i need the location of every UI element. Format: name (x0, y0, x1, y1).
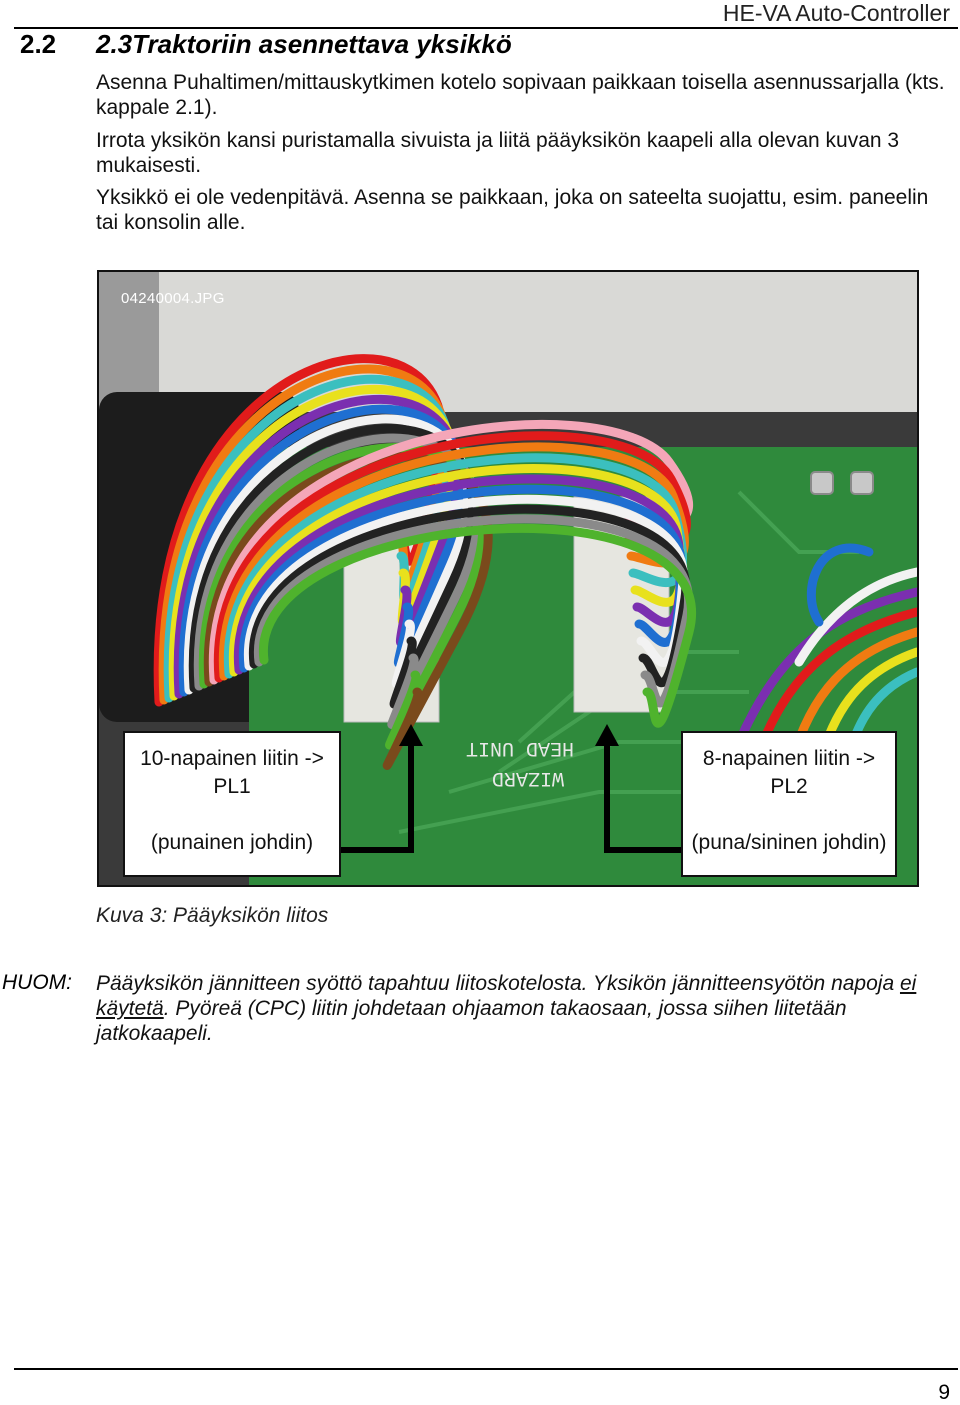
wire (203, 452, 493, 770)
board-text-wizard: WIZARD (492, 766, 564, 789)
wire (224, 453, 687, 679)
callout-pl2-wire: (puna/sininen johdin) (691, 831, 887, 854)
wire (234, 474, 685, 675)
wire (198, 443, 488, 750)
wire (244, 494, 688, 671)
wire (249, 504, 691, 688)
figure-caption: Kuva 3: Pääyksikön liitos (96, 904, 329, 927)
callout-pl2: 8-napainen liitin -> PL2 (puna/sininen j… (681, 731, 897, 877)
connector-photo: HEAD UNIT WIZARD 04240004.JPG 10-napaine… (97, 270, 919, 887)
wire (239, 484, 686, 673)
board-text-head-unit: HEAD UNIT (466, 736, 574, 759)
wire-bundle (153, 354, 696, 770)
paragraph-connect-cable: Irrota yksikön kansi puristamalla sivuis… (96, 129, 900, 177)
callout-pl1-wire: (punainen johdin) (150, 831, 314, 854)
wire (254, 514, 694, 708)
note-text-part1: Pääyksikön jännitteen syöttö tapahtuu li… (96, 972, 900, 995)
wire (259, 523, 696, 728)
page-number: 9 (938, 1381, 950, 1404)
photo-file-label: 04240004.JPG (121, 290, 225, 307)
paragraph-waterproof: Yksikkö ei ole vedenpitävä. Asenna se pa… (96, 186, 929, 234)
header-rule (14, 27, 958, 29)
wire (229, 463, 686, 677)
note-text: Pääyksikön jännitteen syöttö tapahtuu li… (96, 971, 956, 1046)
section-title: 2.3Traktoriin asennettava yksikkö (96, 29, 512, 59)
callout-pl1-connector: 10-napainen liitin -> PL1 (140, 747, 324, 798)
paragraph-mounting: Asenna Puhaltimen/mittauskytkimen kotelo… (96, 71, 945, 119)
footer-rule (14, 1368, 958, 1370)
note-text-underlined: ei käytetä (96, 972, 917, 1020)
note-label: HUOM: (2, 971, 72, 994)
callout-pl1: 10-napainen liitin -> PL1 (punainen johd… (123, 731, 341, 877)
note-text-part2: . Pyöreä (CPC) liitin johdetaan ohjaamon… (96, 997, 847, 1045)
callout-pl2-connector: 8-napainen liitin -> PL2 (702, 747, 876, 798)
running-header: HE-VA Auto-Controller (722, 0, 950, 26)
section-number: 2.2 (20, 29, 57, 59)
